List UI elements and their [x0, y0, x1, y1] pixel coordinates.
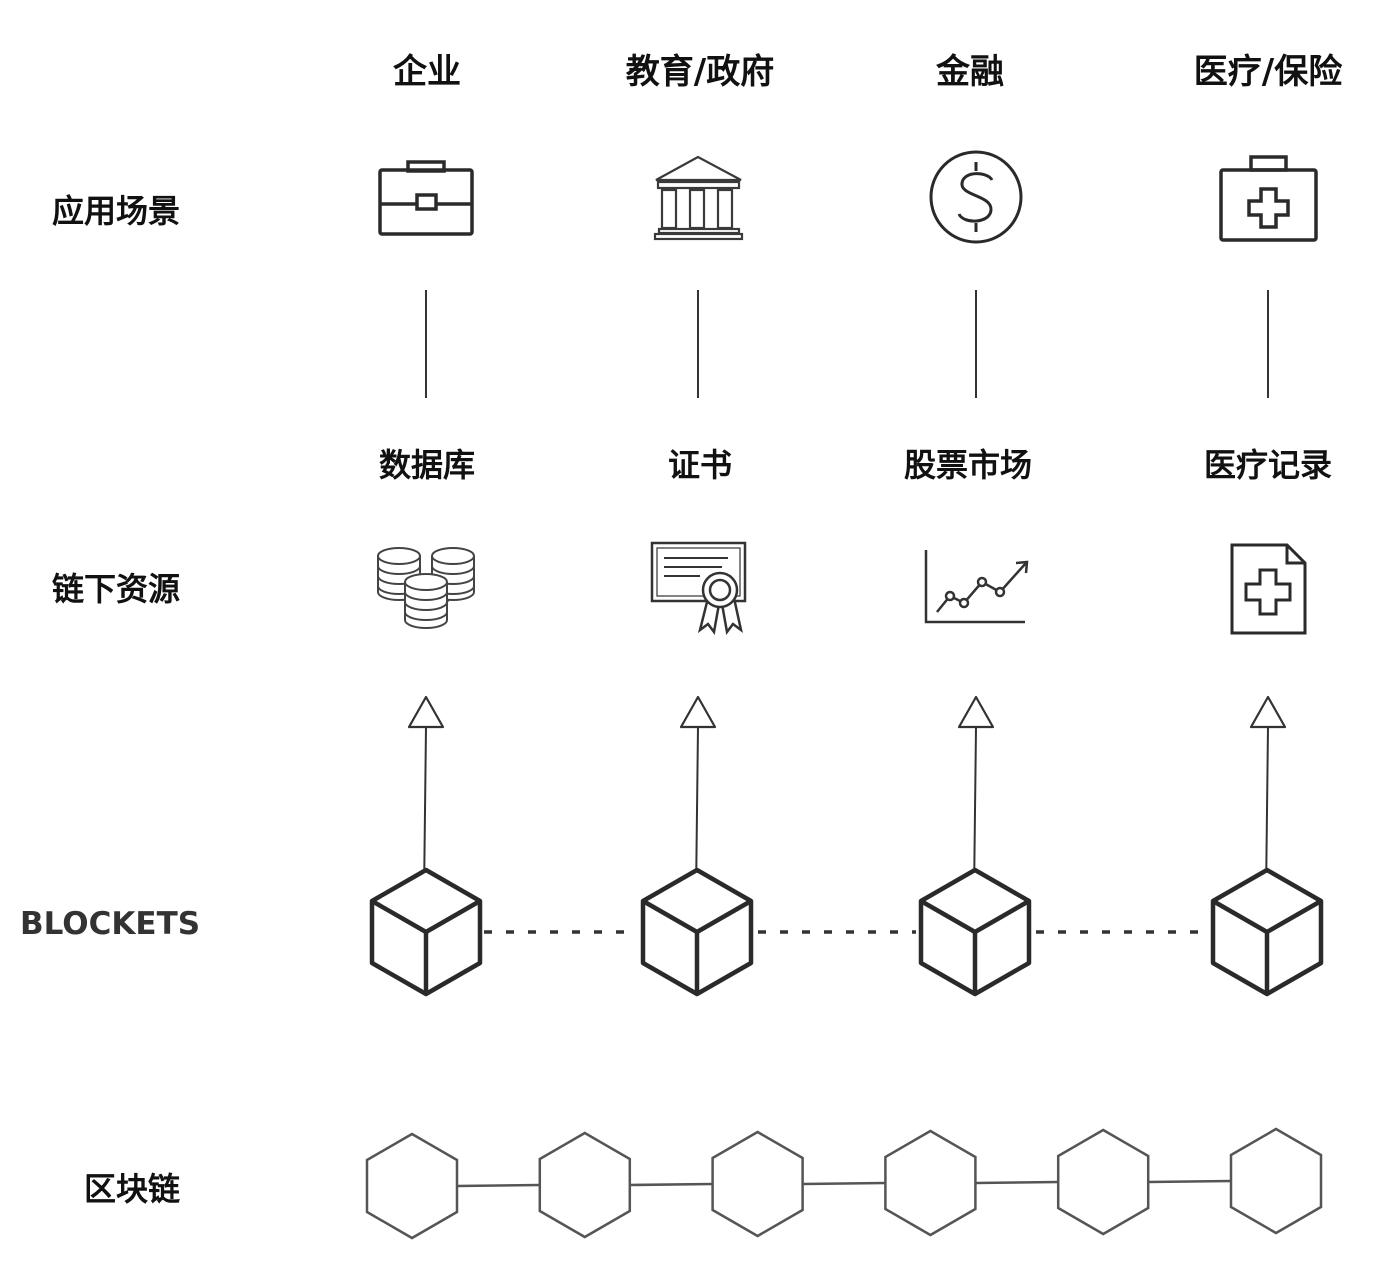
stock-chart-icon — [924, 550, 1029, 624]
cube-icon — [921, 870, 1029, 994]
hexagon-block-icon — [538, 1131, 632, 1239]
resource-title-database: 数据库 — [378, 446, 475, 484]
column-title-enterprise: 企业 — [393, 52, 461, 92]
cube-icon — [643, 870, 751, 994]
row-label-blockchain: 区块链 — [83, 1170, 180, 1208]
hexagon-block-icon — [711, 1130, 804, 1238]
scenario-resource-connectors — [425, 290, 1269, 398]
dollar-coin-icon — [929, 150, 1023, 244]
hexagon-block-icon — [1056, 1128, 1150, 1236]
database-icon — [377, 547, 475, 629]
resource-title-certificate: 证书 — [667, 446, 732, 484]
cube-icon — [1213, 870, 1321, 994]
row-label-scenarios: 应用场景 — [51, 192, 180, 230]
briefcase-icon — [378, 160, 474, 236]
resource-title-stock-market: 股票市场 — [903, 446, 1032, 484]
medical-kit-icon — [1219, 155, 1318, 242]
resource-title-medical-records: 医疗记录 — [1203, 446, 1332, 484]
chain-link — [975, 1180, 1059, 1185]
column-title-education-government: 教育/政府 — [625, 52, 775, 92]
chain-link — [457, 1183, 540, 1188]
medical-record-icon — [1230, 543, 1307, 635]
hexagon-block-icon — [365, 1132, 459, 1240]
blockchain-chain — [365, 1127, 1323, 1240]
cube-icon — [372, 870, 480, 994]
column-title-healthcare-insurance: 医疗/保险 — [1193, 52, 1343, 92]
row-label-blockets: BLOCKETS — [20, 906, 201, 942]
sync-arrows — [405, 695, 1287, 925]
chain-link — [629, 1182, 713, 1187]
government-building-icon — [653, 155, 744, 241]
chain-link — [1148, 1179, 1231, 1184]
row-label-offchain: 链下资源 — [51, 570, 180, 608]
hexagon-block-icon — [1229, 1127, 1323, 1235]
chain-link — [802, 1181, 886, 1186]
certificate-icon — [650, 541, 747, 636]
hexagon-block-icon — [884, 1129, 977, 1237]
column-title-finance: 金融 — [936, 52, 1004, 92]
